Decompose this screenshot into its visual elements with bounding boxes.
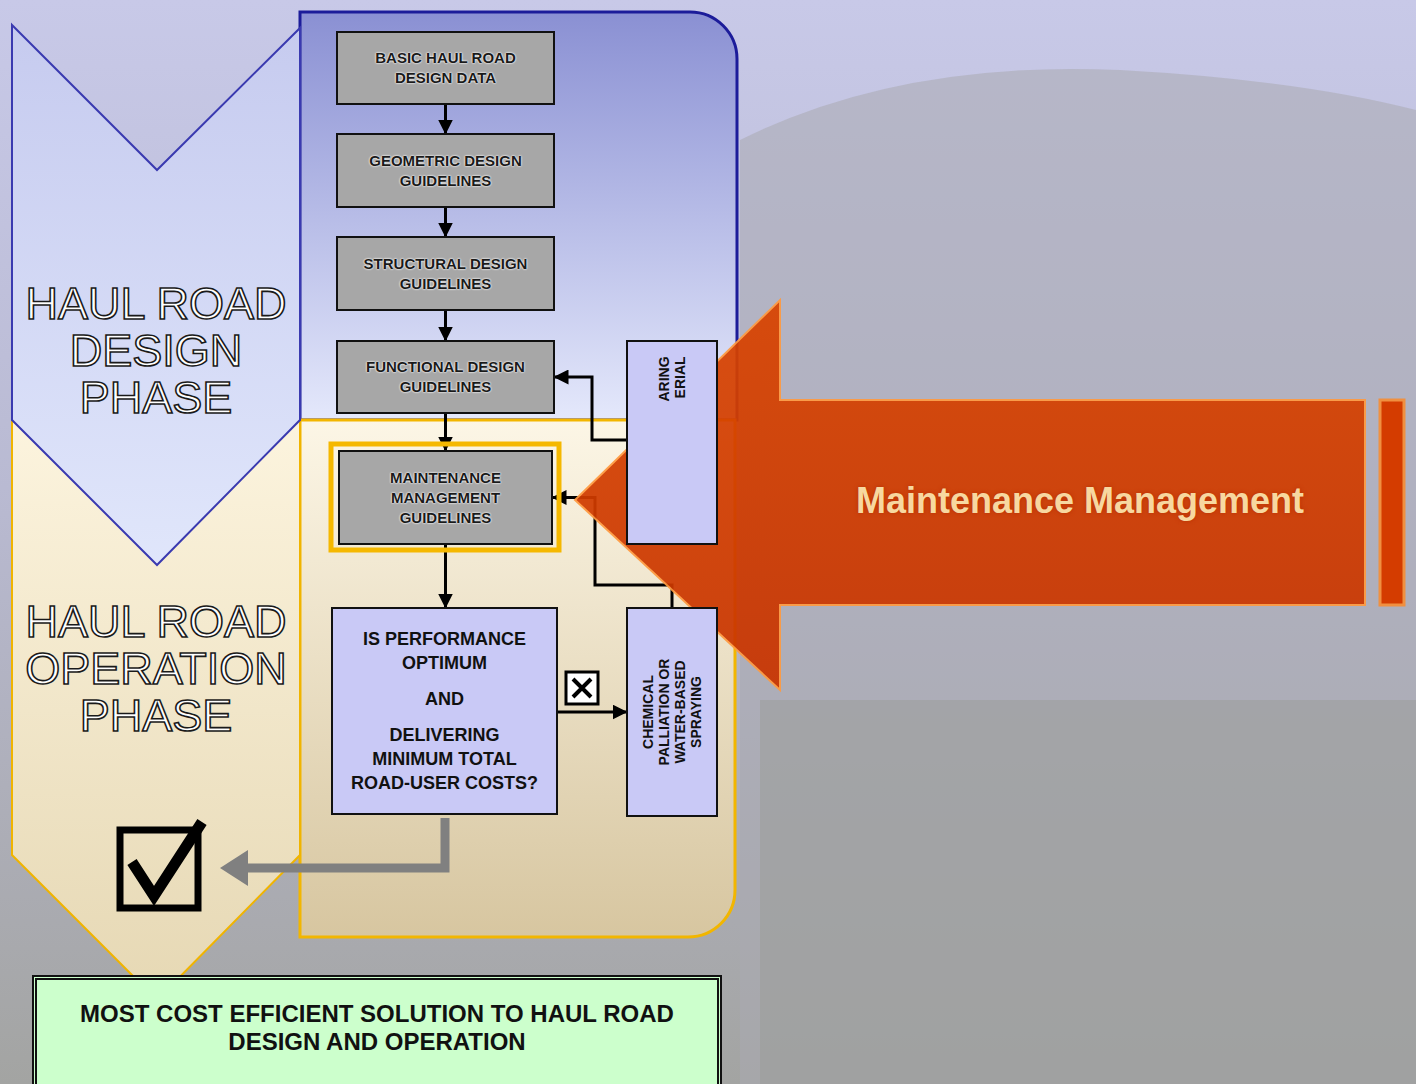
- step-label: STRUCTURAL DESIGN GUIDELINES: [362, 254, 529, 294]
- design-panel: [300, 12, 737, 420]
- process-box: STRUCTURAL DESIGN GUIDELINES: [336, 236, 555, 311]
- decision-box: IS PERFORMANCE OPTIMUM AND DELIVERING MINI…: [331, 607, 558, 815]
- big-arrow-fill: [575, 300, 1365, 690]
- phase-label: HAUL ROAD DESIGN PHASE: [18, 280, 294, 421]
- cross-mark: [573, 679, 591, 697]
- phase-chevron-fill: [12, 420, 300, 1000]
- result-box: MOST COST EFFICIENT SOLUTION TO HAUL ROA…: [32, 975, 722, 1084]
- result-label: MOST COST EFFICIENT SOLUTION TO HAUL ROA…: [67, 1000, 687, 1056]
- flow-arrow: [444, 105, 447, 133]
- process-box: GEOMETRIC DESIGN GUIDELINES: [336, 133, 555, 208]
- cross-box: [566, 672, 598, 704]
- decision-label: IS PERFORMANCE OPTIMUM: [349, 627, 540, 675]
- process-box: BASIC HAUL ROAD DESIGN DATA: [336, 31, 555, 105]
- step-label: FUNCTIONAL DESIGN GUIDELINES: [362, 357, 529, 397]
- flow-arrow: [444, 414, 447, 450]
- text-holder: Maintenance Management: [800, 480, 1360, 522]
- process-box: FUNCTIONAL DESIGN GUIDELINES: [336, 340, 555, 414]
- step-label: MAINTENANCE MANAGEMENT GUIDELINES: [364, 468, 527, 528]
- text-holder: HAUL ROAD DESIGN PHASE: [12, 280, 300, 421]
- decision-label: AND: [349, 687, 540, 711]
- side-box: ARING ERIAL: [626, 340, 718, 545]
- flow-arrow: [555, 377, 626, 440]
- process-box: MAINTENANCE MANAGEMENT GUIDELINES: [338, 450, 553, 545]
- highlight-frame: [331, 444, 559, 550]
- rotated-holder: ARING ERIAL: [656, 356, 688, 401]
- decision-label: DELIVERING MINIMUM TOTAL ROAD-USER COSTS…: [349, 723, 540, 795]
- flow-arrow: [444, 208, 447, 236]
- rotated-holder: CHEMICAL PALLIATION OR WATER-BASED SPRAY…: [640, 646, 704, 778]
- phase-label: HAUL ROAD OPERATION PHASE: [18, 598, 294, 739]
- text-holder: HAUL ROAD OPERATION PHASE: [12, 598, 300, 739]
- side-box: CHEMICAL PALLIATION OR WATER-BASED SPRAY…: [626, 607, 718, 817]
- arrow-label: Maintenance Management: [806, 480, 1354, 522]
- phase-chevron: HAUL ROAD DESIGN PHASE: [12, 12, 300, 567]
- side-label: CHEMICAL PALLIATION OR WATER-BASED SPRAY…: [640, 646, 704, 778]
- ground-shape: [760, 700, 1416, 1084]
- flow-arrow: [444, 311, 447, 340]
- side-label: ARING ERIAL: [656, 356, 688, 401]
- step-label: BASIC HAUL ROAD DESIGN DATA: [362, 48, 529, 88]
- arrow-tail-bar: [1380, 400, 1404, 605]
- flow-arrow: [558, 711, 626, 714]
- flow-arrow: [444, 545, 447, 607]
- step-label: GEOMETRIC DESIGN GUIDELINES: [362, 151, 529, 191]
